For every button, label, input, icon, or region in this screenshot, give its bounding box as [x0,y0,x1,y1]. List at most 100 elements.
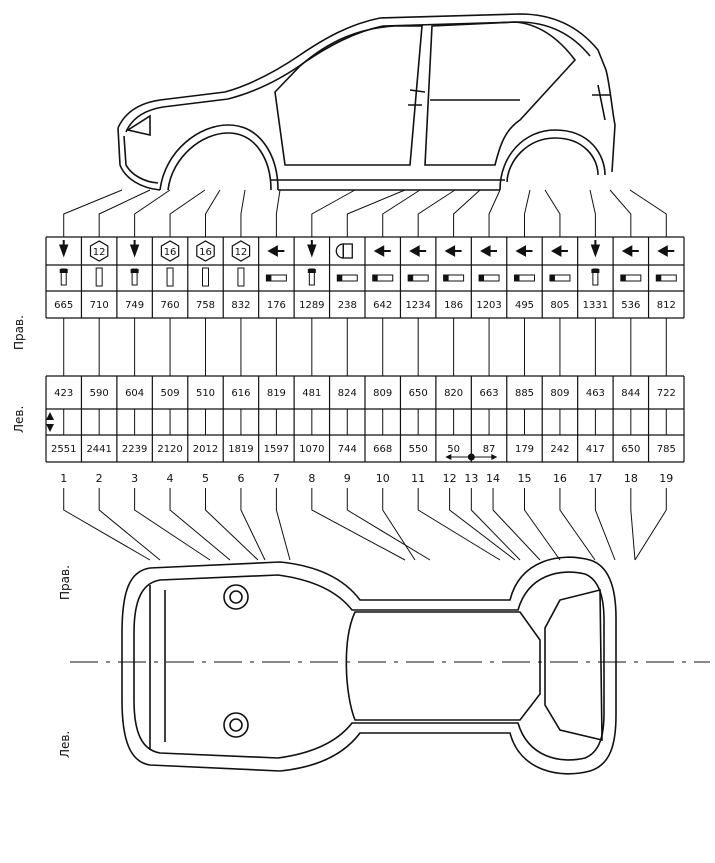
top-value-14: 495 [515,300,534,311]
top-value-1: 665 [54,300,73,311]
left-value-12: 50 [447,444,460,455]
stud-icon [202,267,209,287]
left-value-2: 2441 [86,444,111,455]
top-value-12: 186 [444,300,463,311]
left-value-11: 550 [409,444,428,455]
left-value-14: 179 [515,444,534,455]
right-value-12: 820 [444,388,463,399]
top-value-4: 760 [161,300,180,311]
top-value-10: 642 [373,300,392,311]
right-value-13: 663 [480,388,499,399]
plan-leader-5 [205,488,259,561]
side-leader-10 [382,189,421,237]
point-number-9: 9 [344,472,351,485]
arrow-down-icon [46,424,54,432]
left-value-18: 785 [657,444,676,455]
point-number-17: 17 [588,472,602,485]
hex-bolt-icon [89,240,109,262]
side-label-right-bottom: Прав. [58,565,72,600]
right-value-16: 463 [586,388,605,399]
plan-leader-3 [134,488,211,561]
stud-icon [166,267,174,287]
arrow-left-icon [267,245,278,257]
arrow-down-icon [129,244,140,258]
plan-leader-2 [98,488,161,561]
left-value-17: 650 [621,444,640,455]
plan-leader-7 [275,488,291,561]
left-value-16: 417 [586,444,605,455]
side-leader-15 [544,189,561,237]
top-value-7: 176 [267,300,286,311]
arrow-down-icon [59,244,69,258]
bolt-head [591,269,600,273]
right-value-3: 604 [125,388,144,399]
dimension-table: 6654232551127105902441749604223916760509… [45,189,685,561]
plan-leader-18 [630,488,636,561]
plan-leader-4 [169,488,231,561]
bolt-head [620,275,626,281]
fastener-size: 12 [93,247,106,258]
left-value-1: 2551 [51,444,76,455]
hex-bolt-icon [231,240,251,262]
right-value-6: 616 [231,388,250,399]
right-value-4: 509 [161,388,180,399]
left-value-15: 242 [550,444,569,455]
hex-bolt-icon [160,240,180,262]
side-leader-9 [346,189,406,237]
plan-leader-8 [311,488,406,561]
arrow-down-icon [590,244,601,258]
stud-icon [237,267,245,287]
side-leader-16 [589,189,596,237]
right-value-14: 885 [515,388,534,399]
hex-bolt-icon [196,240,215,262]
side-leader-13 [488,189,501,237]
top-value-9: 238 [338,300,357,311]
bolt-head [479,275,485,281]
point-number-3: 3 [131,472,138,485]
side-label-left-bottom: Лев. [58,730,72,758]
side-leader-4 [169,189,206,237]
side-label-left-top: Лев. [12,405,26,433]
top-value-17: 536 [621,300,640,311]
arrow-down-icon [307,244,317,258]
side-leader-6 [240,189,246,237]
side-leader-18 [629,189,667,237]
side-leader-2 [98,189,151,237]
bolt-head [372,275,378,281]
side-leader-7 [275,189,281,237]
side-leader-11 [417,189,456,237]
left-value-9: 744 [338,444,357,455]
top-value-5: 758 [196,300,215,311]
side-leader-14 [524,189,531,237]
right-value-8: 481 [302,388,321,399]
left-value-13: 87 [483,444,496,455]
point-number-10: 10 [376,472,390,485]
right-value-18: 722 [657,388,676,399]
point-number-18: 18 [624,472,638,485]
side-leader-12 [453,189,481,237]
plan-leader-17 [594,488,616,561]
left-value-6: 1819 [228,444,253,455]
point-number-15: 15 [518,472,532,485]
point-number-14: 14 [486,472,500,485]
bolt-head [408,275,414,281]
right-value-17: 844 [621,388,640,399]
side-leader-8 [311,189,356,237]
right-value-11: 650 [409,388,428,399]
arrow-right-icon [491,454,498,460]
left-value-8: 1070 [299,444,324,455]
left-value-3: 2239 [122,444,147,455]
top-value-18: 812 [657,300,676,311]
plan-leader-6 [240,488,266,561]
plan-leader-14 [492,488,541,561]
top-value-15: 805 [550,300,569,311]
round-head-body [342,243,353,259]
right-value-10: 809 [373,388,392,399]
right-value-9: 824 [338,388,357,399]
arrow-left-icon [373,245,385,257]
bolt-head [337,275,343,281]
side-leader-1 [63,189,123,237]
plan-leader-11 [417,488,501,561]
